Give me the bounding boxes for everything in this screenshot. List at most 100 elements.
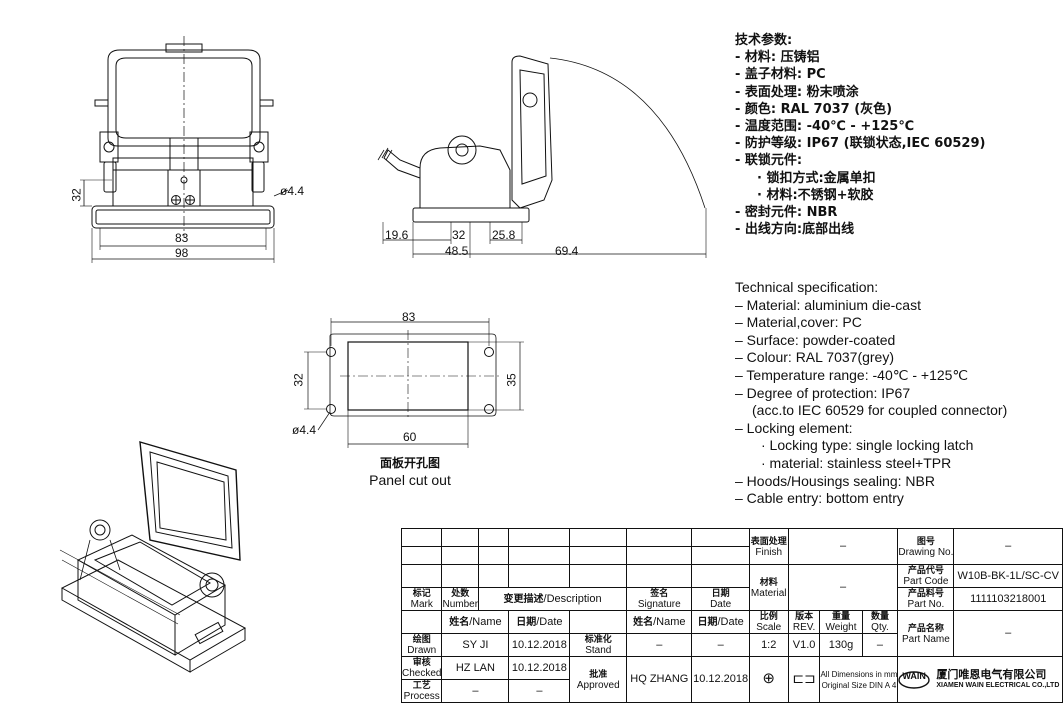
checked-date: 10.12.2018 [508, 656, 571, 680]
spec-en-line: (acc.to IEC 60529 for coupled connector) [752, 402, 1008, 419]
dim-panel-32: 32 [291, 373, 306, 387]
projection-icon: ⊕ [762, 670, 775, 687]
spec-cn-line: - 颜色: RAL 7037 (灰色) [735, 101, 893, 117]
checked-name: HZ LAN [441, 656, 510, 680]
spec-cn-line: · 材料:不锈钢+软胶 [757, 187, 874, 203]
approved-date: 10.12.2018 [691, 656, 750, 703]
process-name: – [441, 679, 510, 703]
spec-en-line: · Locking type: single locking latch [761, 437, 974, 454]
spec-en-line: – Material,cover: PC [735, 314, 862, 331]
dim-front-width-83: 83 [175, 231, 189, 245]
isometric-view [59, 441, 247, 673]
process-date: – [508, 679, 571, 703]
projection-symbol-2: ⊏⊐ [787, 656, 821, 703]
dim-side-19-6: 19.6 [385, 228, 409, 242]
front-view [80, 36, 289, 263]
spec-list-cn: 技术参数: - 材料: 压铸铝 - 盖子材料: PC - 表面处理: 粉末喷涂 … [735, 32, 985, 238]
spec-cn-line: - 温度范围: -40℃ - +125℃ [735, 119, 915, 135]
side-view [377, 55, 707, 258]
spec-cn-line: · 锁扣方式:金属单扣 [757, 170, 876, 186]
drawn-date: 10.12.2018 [508, 633, 571, 657]
dim-panel-hole: ø4.4 [292, 423, 317, 437]
dim-side-25-8: 25.8 [492, 228, 516, 242]
drawing-no-value: – [953, 528, 1063, 565]
spec-cn-line: - 联锁元件: [735, 153, 803, 169]
spec-cn-line: - 表面处理: 粉末喷涂 [735, 84, 859, 100]
spec-en-line: Technical specification: [735, 279, 879, 295]
panel-caption-en: Panel cut out [369, 472, 451, 488]
rev-value: V1.0 [787, 633, 821, 657]
dim-panel-35: 35 [504, 373, 519, 387]
spec-en-line: – Material: aluminium die-cast [735, 296, 921, 313]
spec-en-line: – Surface: powder-coated [735, 331, 896, 348]
part-code-value: W10B-BK-1L/SC-CV [953, 564, 1063, 588]
spec-list-en: Technical specification: – Material: alu… [735, 279, 1007, 508]
panel-cutout [304, 318, 524, 448]
spec-cn-line: - 密封元件: NBR [735, 205, 838, 221]
company-logo: WAIN 厦门唯恩电气有限公司 XIAMEN WAIN ELECTRICAL C… [897, 656, 1063, 703]
weight-value: 130g [819, 633, 863, 657]
spec-cn-line: 技术参数: [735, 33, 793, 48]
dim-panel-83: 83 [402, 310, 416, 324]
date2-header: 日期/Date [508, 610, 571, 634]
dim-side-48-5: 48.5 [445, 244, 469, 258]
spec-cn-line: - 出线方向:底部出线 [735, 222, 855, 238]
date3-header: 日期/Date [691, 610, 750, 634]
qty-value: – [861, 633, 899, 657]
dim-side-69-4: 69.4 [555, 244, 579, 258]
panel-caption-cn: 面板开孔图 [379, 456, 440, 470]
spec-en-line: – Cable entry: bottom entry [735, 490, 904, 507]
part-name-value: – [953, 610, 1063, 657]
spec-en-line: – Degree of protection: IP67 [735, 384, 911, 401]
part-no-value: 1111103218001 [953, 587, 1063, 611]
projection-symbol: ⊕ [748, 656, 789, 703]
spec-cn-line: - 盖子材料: PC [735, 67, 826, 83]
dim-front-hole: ø4.4 [280, 184, 305, 198]
name-header: 姓名/Name [441, 610, 510, 634]
spec-cn-line: - 防护等级: IP67 (联锁状态,IEC 60529) [735, 136, 986, 152]
spec-en-line: – Colour: RAL 7037(grey) [735, 349, 895, 366]
dim-front-height: 32 [69, 188, 84, 202]
dim-panel-60: 60 [403, 430, 417, 444]
approved-name: HQ ZHANG [626, 656, 693, 703]
spec-en-line: – Hoods/Housings sealing: NBR [735, 472, 935, 489]
dim-front-width-98: 98 [175, 246, 189, 260]
spec-en-line: – Locking element: [735, 419, 853, 436]
material-value: – [787, 564, 899, 611]
finish-value: – [787, 528, 899, 565]
spec-en-line: · material: stainless steel+TPR [761, 454, 952, 471]
drawn-name: SY JI [441, 633, 510, 657]
trapezoid-icon: ⊏⊐ [792, 670, 816, 686]
spec-en-line: – Temperature range: -40℃ - +125℃ [735, 366, 969, 383]
stand-date: – [691, 633, 750, 657]
wain-logo: WAIN [902, 670, 926, 681]
description-header: 变更描述/Description [478, 587, 628, 611]
spec-cn-line: - 材料: 压铸铝 [735, 50, 820, 66]
dim-side-32: 32 [452, 228, 466, 242]
stand-name: – [626, 633, 693, 657]
name3-header: 姓名/Name [626, 610, 693, 634]
scale-value: 1:2 [748, 633, 789, 657]
